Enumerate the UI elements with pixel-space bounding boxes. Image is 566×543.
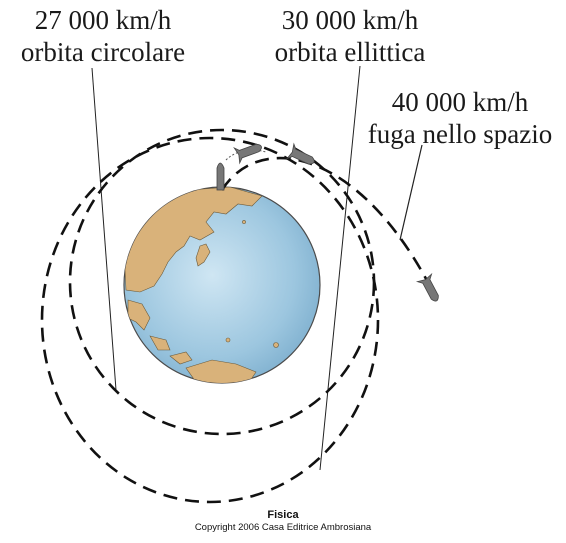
circular-orbit-speed: 27 000 km/h bbox=[34, 5, 172, 35]
escape-name: fuga nello spazio bbox=[367, 119, 553, 149]
earth-globe bbox=[123, 186, 321, 384]
circular-orbit-name: orbita circolare bbox=[20, 37, 186, 67]
elliptical-orbit-leader-line bbox=[319, 65, 361, 471]
escape-speed: 40 000 km/h bbox=[391, 87, 529, 117]
circular-orbit-leader-line bbox=[91, 67, 117, 391]
elliptical-orbit-speed: 30 000 km/h bbox=[281, 5, 419, 35]
projectile-escape bbox=[415, 272, 439, 302]
escape-label: 40 000 km/h fuga nello spazio bbox=[358, 86, 562, 150]
projectile-elliptical bbox=[285, 142, 315, 165]
footer-title: Fisica bbox=[267, 509, 299, 521]
elliptical-orbit-label: 30 000 km/h orbita ellittica bbox=[255, 4, 445, 68]
footer-copyright: Copyright 2006 Casa Editrice Ambrosiana bbox=[194, 522, 372, 533]
elliptical-orbit-name: orbita ellittica bbox=[274, 37, 426, 67]
escape-leader-line bbox=[399, 144, 423, 241]
circular-orbit-label: 27 000 km/h orbita circolare bbox=[8, 4, 198, 68]
launch-projectile bbox=[216, 162, 225, 191]
projectile-circular bbox=[233, 143, 262, 165]
escape-trajectory-path bbox=[220, 156, 434, 291]
elliptical-orbit-path bbox=[40, 136, 380, 504]
